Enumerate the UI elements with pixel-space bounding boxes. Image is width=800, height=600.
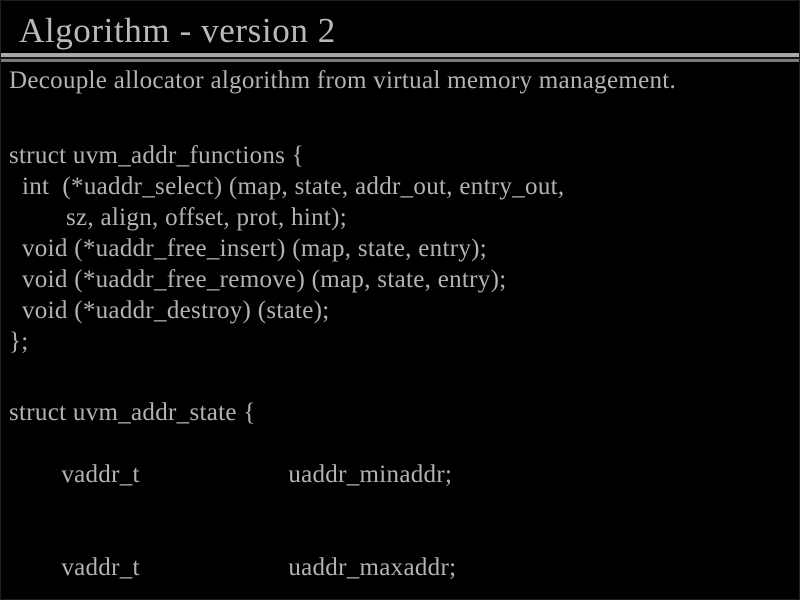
field-name: uaddr_maxaddr; <box>288 554 457 581</box>
code-line: int (*uaddr_select) (map, state, addr_ou… <box>22 173 565 200</box>
code-line: }; <box>9 328 29 355</box>
field-type: vaddr_t <box>61 461 140 488</box>
code-line: struct uvm_addr_functions { <box>9 142 305 169</box>
code-line: vaddr_t uaddr_maxaddr; <box>9 521 492 599</box>
field-name: uaddr_minaddr; <box>288 461 453 488</box>
title-divider-rule <box>1 53 799 62</box>
code-block-uvm-addr-functions: struct uvm_addr_functions { int (*uaddr_… <box>9 140 564 357</box>
slide-subtitle: Decouple allocator algorithm from virtua… <box>9 67 677 94</box>
code-block-uvm-addr-state: struct uvm_addr_state { vaddr_t uaddr_min… <box>9 397 492 599</box>
code-line: void (*uaddr_free_insert) (map, state, e… <box>22 235 488 262</box>
code-line: struct uvm_addr_state { <box>9 399 256 426</box>
slide-title: Algorithm - version 2 <box>19 11 336 50</box>
field-type: vaddr_t <box>61 554 140 581</box>
code-line: void (*uaddr_free_remove) (map, state, e… <box>22 266 507 293</box>
code-line: void (*uaddr_destroy) (state); <box>22 297 330 324</box>
code-line: sz, align, offset, prot, hint); <box>66 204 348 231</box>
code-line: vaddr_t uaddr_minaddr; <box>9 428 492 521</box>
